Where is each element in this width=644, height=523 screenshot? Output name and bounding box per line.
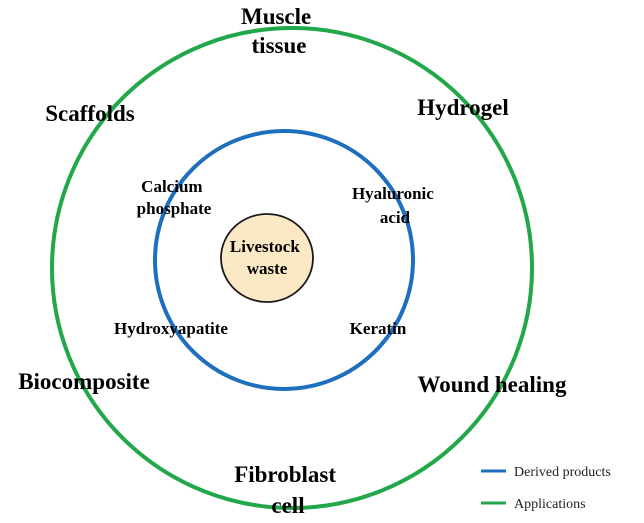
center-node [221,214,313,302]
derived-products-ring [153,129,415,391]
application-wound-healing-label: Wound healing [418,372,567,397]
legend-applications-label: Applications [514,497,586,512]
center-label: Livestock waste [230,237,304,278]
legend-derived-label: Derived products [514,465,611,480]
application-scaffolds-label: Scaffolds [45,101,135,126]
derived-hyaluronic-acid-label: Hyaluronic acid [352,184,438,227]
applications-ring [50,26,534,510]
derived-keratin-label: Keratin [350,319,407,338]
legend: Derived products Applications [481,465,611,512]
center-node-outline [220,213,314,303]
application-muscle-tissue-label: Muscle tissue [241,4,317,58]
derived-calcium-phosphate-label: Calcium phosphate [137,177,212,218]
application-fibroblast-cell-label: Fibroblast cell [234,462,342,518]
derived-hydroxyapatite-label: Hydroxyapatite [114,319,228,338]
application-biocomposite-label: Biocomposite [18,369,150,394]
application-hydrogel-label: Hydrogel [417,95,509,120]
